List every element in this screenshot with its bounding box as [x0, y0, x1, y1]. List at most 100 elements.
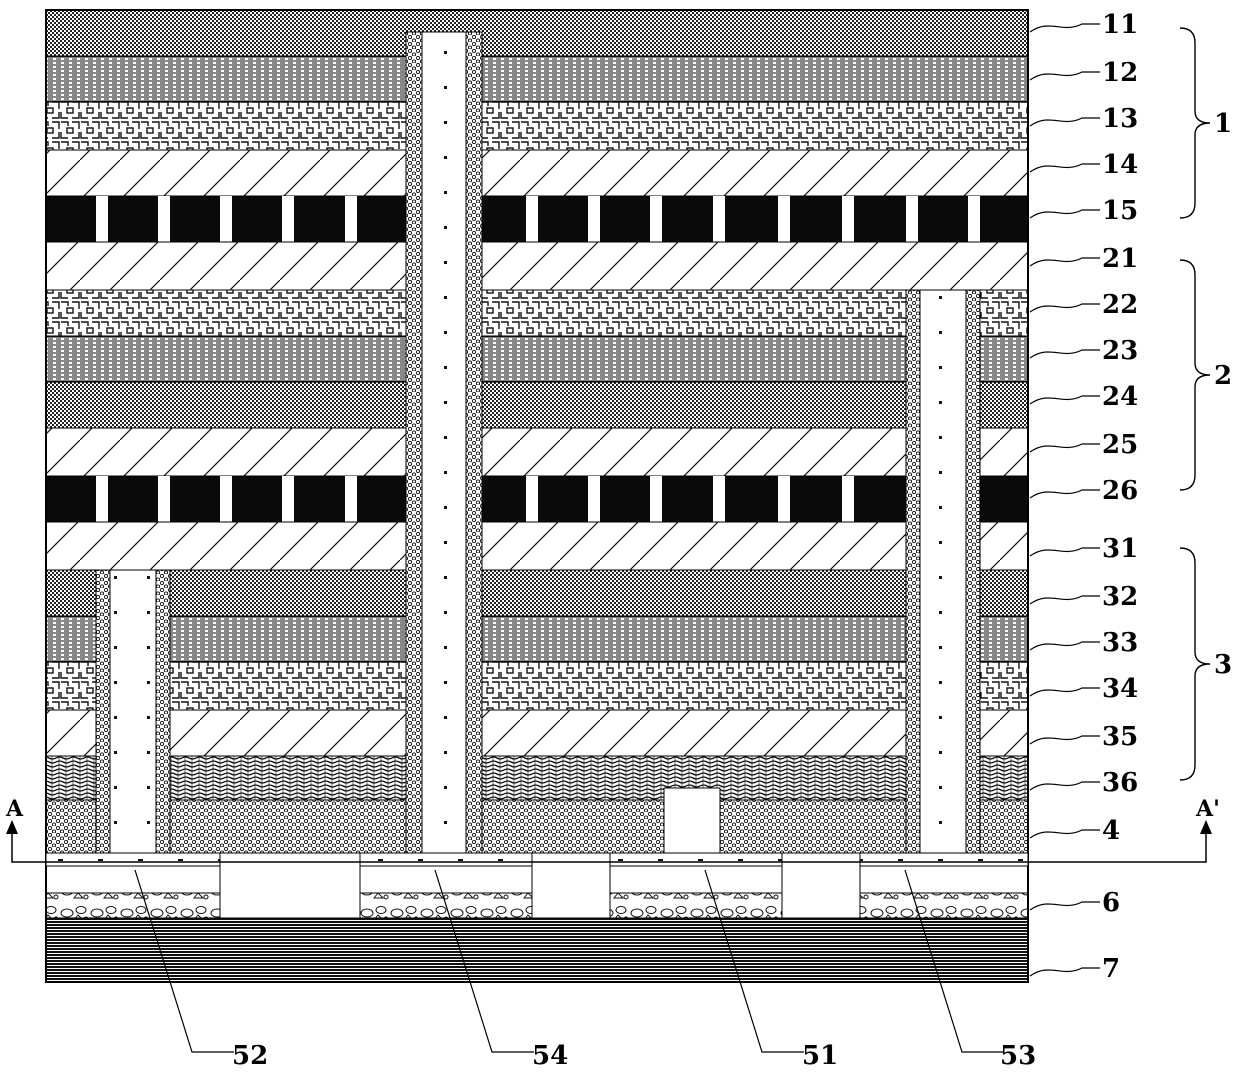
leader-line	[1030, 902, 1100, 910]
layer-label: 4	[1102, 816, 1120, 846]
electrode-slot	[96, 196, 108, 242]
layer-band	[46, 382, 1028, 428]
layer-label: 6	[1102, 888, 1120, 918]
electrode-slot	[778, 476, 790, 522]
section-arrow-a	[6, 820, 18, 834]
electrode-slot	[345, 196, 357, 242]
via-core	[110, 570, 156, 860]
leader-line	[1030, 258, 1100, 266]
group-brace	[1180, 548, 1210, 780]
leader-line	[1030, 72, 1100, 80]
leader-line	[1030, 688, 1100, 696]
layer-label: 22	[1102, 290, 1138, 320]
group-brace	[1180, 260, 1210, 490]
electrode-slot	[906, 196, 918, 242]
layer-band	[46, 918, 1028, 982]
via-label: 52	[232, 1041, 268, 1071]
layer-band	[46, 710, 1028, 756]
leader-line	[1030, 596, 1100, 604]
electrode-slot	[282, 476, 294, 522]
layer-label: 36	[1102, 768, 1138, 798]
via-51-core	[664, 788, 720, 860]
via-core	[920, 290, 966, 860]
leader-line	[1030, 490, 1100, 498]
electrode-slot	[220, 476, 232, 522]
electrode-slot	[842, 476, 854, 522]
electrode-slot	[158, 476, 170, 522]
layer-label: 14	[1102, 150, 1138, 180]
electrode-slot	[588, 476, 600, 522]
layer-band	[46, 10, 1028, 56]
layer-band	[46, 102, 1028, 150]
bottom-conductor-segment	[46, 853, 220, 866]
group-label: 1	[1214, 109, 1232, 139]
layer-label: 23	[1102, 336, 1138, 366]
leader-line	[1030, 118, 1100, 126]
layer-band	[46, 290, 1028, 336]
leader-line	[1030, 350, 1100, 358]
layer-label: 35	[1102, 722, 1138, 752]
layer-label: 13	[1102, 104, 1138, 134]
electrode-slot	[842, 196, 854, 242]
electrode-slot	[713, 476, 725, 522]
layer-band	[46, 800, 1028, 853]
leader-line	[1030, 968, 1100, 976]
layer-label: 32	[1102, 582, 1138, 612]
layer-band	[46, 336, 1028, 382]
electrode-slot	[158, 196, 170, 242]
group-brace	[1180, 28, 1210, 218]
electrode-slot	[96, 476, 108, 522]
via-label: 51	[802, 1041, 838, 1071]
electrode-slot	[282, 196, 294, 242]
electrode-slot	[526, 476, 538, 522]
layers-group	[46, 10, 1028, 982]
leader-line	[1030, 210, 1100, 218]
electrode-slot	[778, 196, 790, 242]
via-label: 54	[532, 1041, 568, 1071]
electrode-slot	[713, 196, 725, 242]
layer-label: 31	[1102, 534, 1138, 564]
layer-band	[46, 56, 1028, 102]
layer-band	[46, 522, 1028, 570]
layer-label: 34	[1102, 674, 1138, 704]
bottom-conductor-segment	[360, 853, 532, 866]
layer-label: 25	[1102, 430, 1138, 460]
layer-label: 26	[1102, 476, 1138, 506]
leader-line	[1030, 548, 1100, 556]
electrode-slot	[345, 476, 357, 522]
electrode-slot	[588, 196, 600, 242]
layer-label: 33	[1102, 628, 1138, 658]
leader-line	[1030, 642, 1100, 650]
section-label: A	[5, 796, 24, 822]
leader-line	[1030, 830, 1100, 838]
leader-line	[1030, 24, 1100, 32]
layer-band	[46, 428, 1028, 476]
leader-line	[1030, 444, 1100, 452]
leader-line	[1030, 782, 1100, 790]
leader-line	[1030, 164, 1100, 172]
electrode-slot	[650, 476, 662, 522]
layer-band	[46, 662, 1028, 710]
layer-label: 12	[1102, 58, 1138, 88]
via-label: 53	[1000, 1041, 1036, 1071]
layer-label: 15	[1102, 196, 1138, 226]
electrode-slot	[220, 196, 232, 242]
via-core	[422, 32, 466, 860]
layer-band	[46, 570, 1028, 616]
leader-line	[1030, 736, 1100, 744]
electrode-slot	[526, 196, 538, 242]
electrode-slot	[650, 196, 662, 242]
layer-label: 7	[1102, 954, 1120, 984]
electrode-slot	[968, 196, 980, 242]
section-label: A'	[1195, 796, 1220, 822]
layer-label: 24	[1102, 382, 1138, 412]
leader-line	[1030, 396, 1100, 404]
section-arrow-a-prime	[1200, 820, 1212, 834]
layer-band	[46, 150, 1028, 196]
group-label: 2	[1214, 361, 1232, 391]
leader-line	[1030, 304, 1100, 312]
bottom-conductor-segment	[610, 853, 782, 866]
layer-band	[46, 756, 1028, 800]
